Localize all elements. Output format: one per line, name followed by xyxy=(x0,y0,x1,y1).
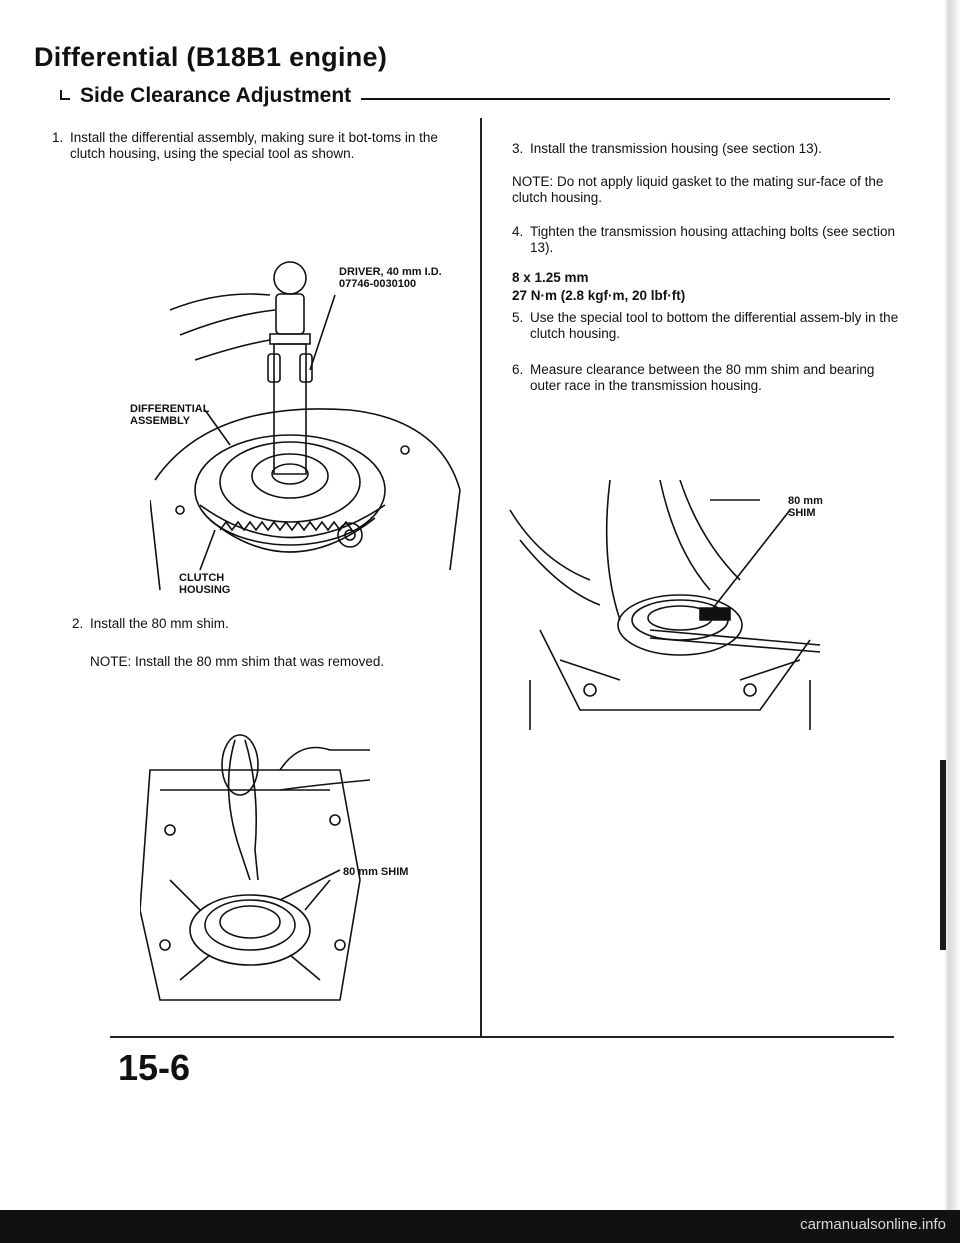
step-number: 6. xyxy=(512,362,524,377)
column-divider xyxy=(480,118,482,1036)
clutch-label: CLUTCH xyxy=(179,572,225,584)
differential-install-illustration xyxy=(150,250,470,600)
assembly-label: ASSEMBLY xyxy=(130,415,191,427)
driver-part-number: 07746-0030100 xyxy=(339,278,417,290)
footer-band xyxy=(0,1210,960,1243)
subtitle-rule xyxy=(60,98,890,100)
clearance-measure-illustration xyxy=(500,480,840,740)
shim-install-illustration xyxy=(140,730,370,1010)
page-title: Differential (B18B1 engine) xyxy=(34,42,388,72)
shim-label-right: SHIM xyxy=(788,507,816,519)
shim-size-label: 80 mm xyxy=(788,495,823,507)
note-3: NOTE: Do not apply liquid gasket to the … xyxy=(512,174,884,205)
step-number: 5. xyxy=(512,310,524,325)
section-subtitle: Side Clearance Adjustment xyxy=(70,84,362,108)
driver-label: DRIVER, 40 mm I.D. xyxy=(339,266,442,278)
step-number: 4. xyxy=(512,224,524,239)
bolt-size: 8 x 1.25 mm xyxy=(512,270,589,285)
bottom-rule xyxy=(110,1036,894,1038)
step-number: 3. xyxy=(512,141,524,156)
torque-spec: 27 N·m (2.8 kgf·m, 20 lbf·ft) xyxy=(512,288,686,303)
note-2: NOTE: Install the 80 mm shim that was re… xyxy=(90,654,385,669)
step-4: 4. Tighten the transmission housing atta… xyxy=(512,224,900,256)
step-text: Install the transmission housing (see se… xyxy=(530,141,822,156)
differential-label: DIFFERENTIAL xyxy=(130,403,210,415)
step-3: 3. Install the transmission housing (see… xyxy=(512,141,900,157)
step-text: Measure clearance between the 80 mm shim… xyxy=(530,362,875,393)
watermark: carmanualsonline.info xyxy=(800,1216,946,1233)
step-text: Install the differential assembly, makin… xyxy=(70,130,438,161)
page-number: 15-6 xyxy=(118,1047,191,1088)
scan-edge xyxy=(944,0,960,1243)
step-6: 6. Measure clearance between the 80 mm s… xyxy=(512,362,900,394)
step-2: 2. Install the 80 mm shim. xyxy=(72,616,450,632)
step-text: Tighten the transmission housing attachi… xyxy=(530,224,895,255)
scan-smudge xyxy=(940,760,946,950)
step-1: 1. Install the differential assembly, ma… xyxy=(52,130,445,162)
step-text: Use the special tool to bottom the diffe… xyxy=(530,310,899,341)
step-number: 2. xyxy=(72,616,84,631)
step-5: 5. Use the special tool to bottom the di… xyxy=(512,310,900,342)
shim-label-left: 80 mm SHIM xyxy=(343,866,409,878)
step-text: Install the 80 mm shim. xyxy=(90,616,229,631)
step-number: 1. xyxy=(52,130,64,145)
housing-label: HOUSING xyxy=(179,584,231,596)
subtitle-tick xyxy=(60,90,62,100)
